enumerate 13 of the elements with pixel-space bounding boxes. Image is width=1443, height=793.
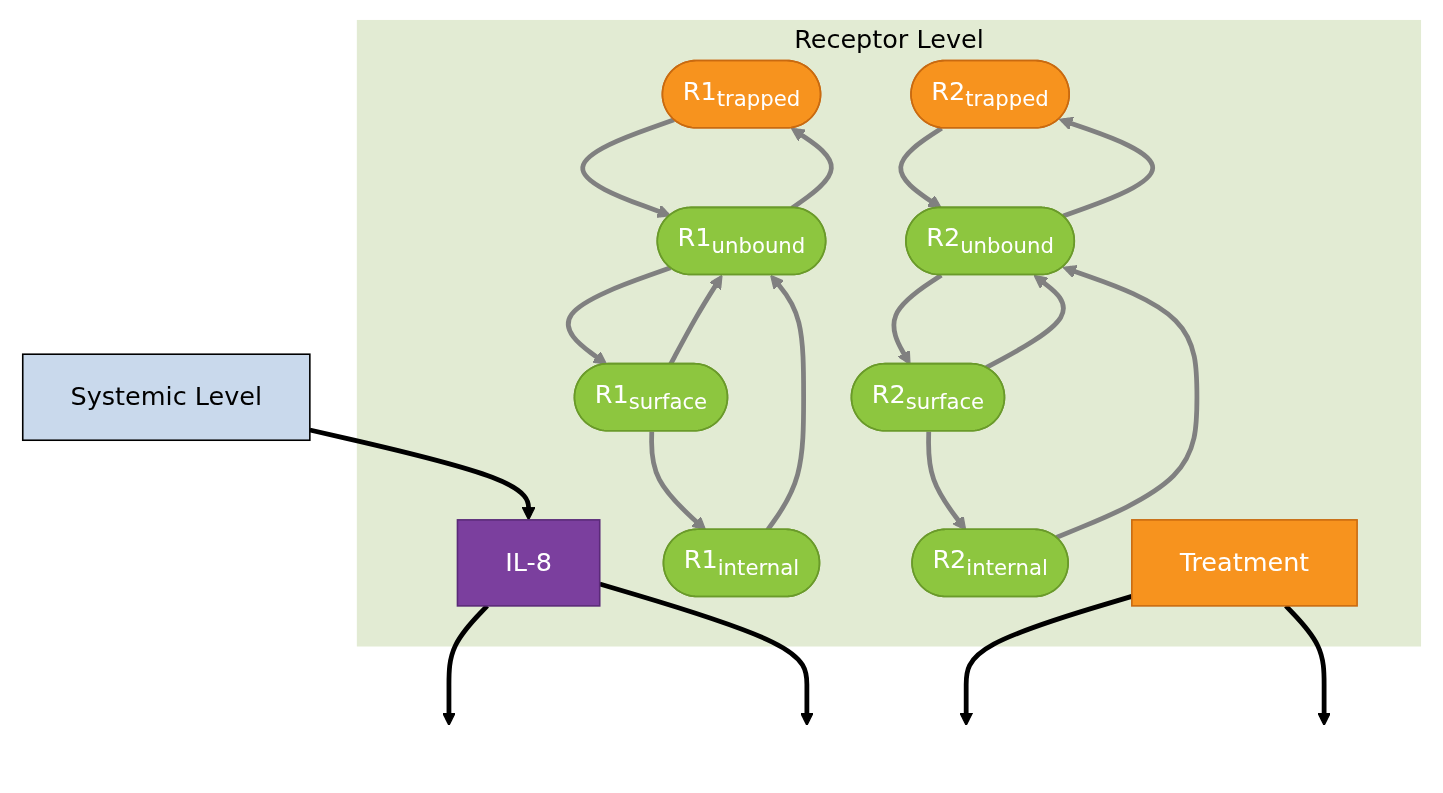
- arrow: [580, 117, 675, 218]
- arrow: [649, 431, 707, 531]
- arrow: [1058, 116, 1156, 218]
- node-box: Treatment: [1131, 518, 1358, 607]
- arrow: [1055, 264, 1200, 540]
- arrow: [891, 272, 943, 365]
- node-box: IL-8: [456, 518, 601, 607]
- arrow: [985, 274, 1066, 370]
- arrow: [309, 427, 536, 521]
- arrow: [566, 265, 672, 365]
- arrow: [599, 581, 814, 726]
- node-box: Systemic Level: [21, 352, 311, 441]
- arrow: [898, 125, 943, 209]
